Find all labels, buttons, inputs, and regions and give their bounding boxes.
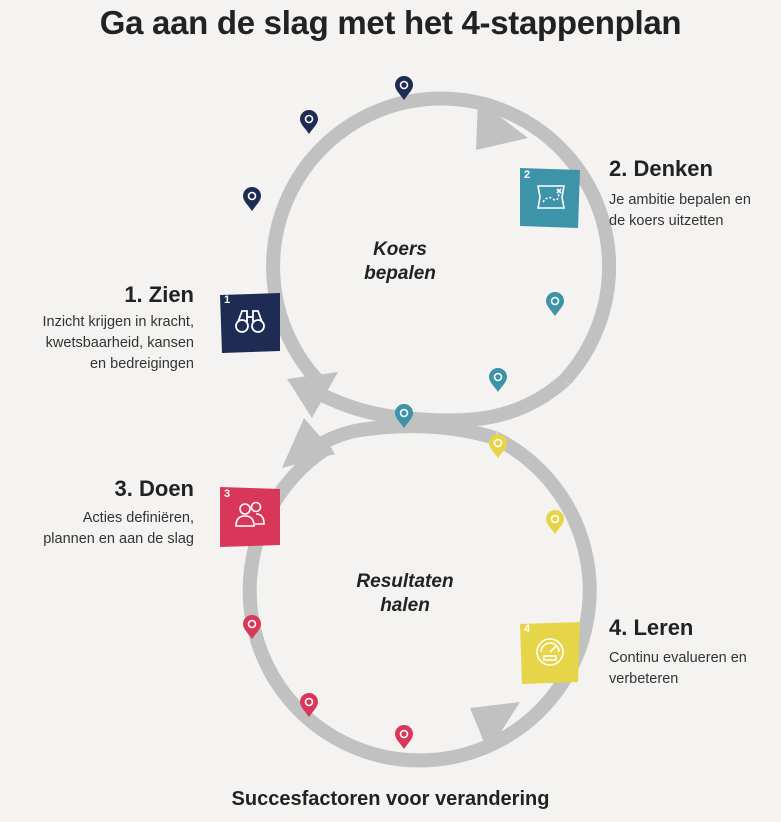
pin-red-3	[395, 725, 413, 749]
crossing-stroke-upper	[301, 374, 570, 428]
step-3-title: 3. Doen	[114, 476, 194, 501]
step-1-desc-line: en bedreigingen	[89, 356, 194, 372]
binoculars-icon	[235, 310, 265, 333]
step-1-description: Inzicht krijgen in kracht, kwetsbaarheid…	[0, 312, 194, 375]
bottom-loop-label-line1: Resultaten	[356, 571, 454, 592]
step-3-description: Acties definiëren, plannen en aan de sla…	[0, 508, 194, 550]
bottom-loop-arc	[242, 431, 597, 768]
step-2-description: Je ambitie bepalen en de koers uitzetten	[609, 190, 779, 232]
step-1-desc-line: Inzicht krijgen in kracht,	[42, 314, 194, 330]
arrowhead-top-right	[476, 100, 528, 150]
arrowhead-bottom-right	[470, 702, 520, 752]
step-1-desc-line: kwetsbaarheid, kansen	[45, 335, 194, 351]
step-1-number: 1	[224, 294, 231, 306]
pin-red-1	[243, 615, 261, 639]
arrowhead-middle-left	[287, 372, 338, 418]
step-4-desc-line: verbeteren	[609, 671, 679, 687]
people-icon	[235, 501, 265, 527]
page-title: Ga aan de slag met het 4-stappenplan	[99, 4, 682, 41]
step-3-number: 3	[224, 488, 231, 500]
top-loop-arc	[266, 91, 617, 394]
step-4-description: Continu evalueren en verbeteren	[609, 648, 779, 690]
map-icon	[537, 185, 565, 209]
pin-navy-3	[243, 187, 261, 211]
step-1-badge: 1	[220, 293, 280, 353]
pin-navy-2	[300, 110, 318, 134]
step-2-badge: 2	[520, 168, 580, 228]
step-4-title: 4. Leren	[609, 615, 694, 640]
step-2-desc-line: Je ambitie bepalen en	[609, 192, 751, 208]
top-loop-label: Koers bepalen	[330, 238, 470, 286]
step-2-title: 2. Denken	[609, 156, 713, 181]
bottom-loop-label-line2: halen	[380, 595, 430, 616]
pin-teal-3	[395, 404, 413, 428]
step-3-desc-line: plannen en aan de slag	[43, 531, 194, 547]
step-2-desc-line: de koers uitzetten	[609, 213, 724, 229]
step-4-badge: 4	[520, 622, 580, 684]
pin-yellow-1	[489, 434, 507, 458]
step-1-title: 1. Zien	[124, 282, 194, 307]
step-3-desc-line: Acties definiëren,	[82, 510, 194, 526]
pin-navy-1	[395, 76, 413, 100]
step-4-desc-line: Continu evalueren en	[609, 650, 747, 666]
gauge-icon	[536, 638, 564, 666]
top-loop-label-line2: bepalen	[364, 263, 436, 284]
bottom-loop-label: Resultaten halen	[320, 570, 490, 618]
step-4-number: 4	[524, 623, 531, 635]
step-2-number: 2	[524, 169, 531, 181]
pin-teal-1	[546, 292, 564, 316]
footer-text: Succesfactoren voor verandering	[231, 788, 550, 810]
step-3-badge: 3	[220, 487, 280, 547]
pin-yellow-2	[546, 510, 564, 534]
pin-red-2	[300, 693, 318, 717]
top-loop-label-line1: Koers	[373, 239, 427, 260]
pin-teal-2	[489, 368, 507, 392]
arrowhead-middle-lower	[282, 418, 335, 468]
